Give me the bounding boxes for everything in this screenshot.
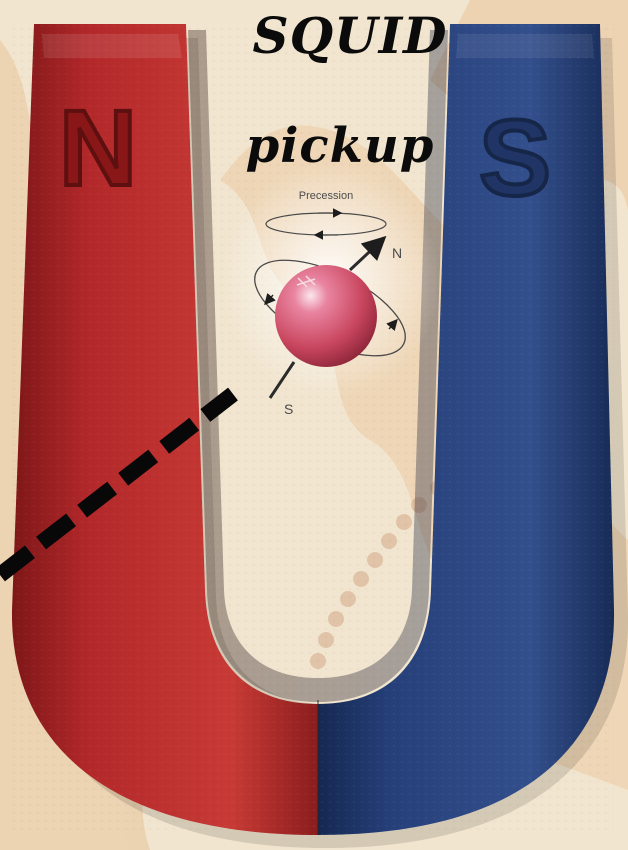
spinning-particle-icon — [275, 265, 377, 367]
south-pole-label: S — [479, 97, 551, 218]
title-line-2: pickup — [246, 118, 435, 174]
title-line-1: SQUID — [252, 6, 447, 65]
axis-south-label: S — [284, 401, 293, 417]
north-pole-label: N — [59, 87, 137, 208]
precession-label: Precession — [299, 190, 353, 202]
axis-north-label: N — [392, 245, 402, 261]
